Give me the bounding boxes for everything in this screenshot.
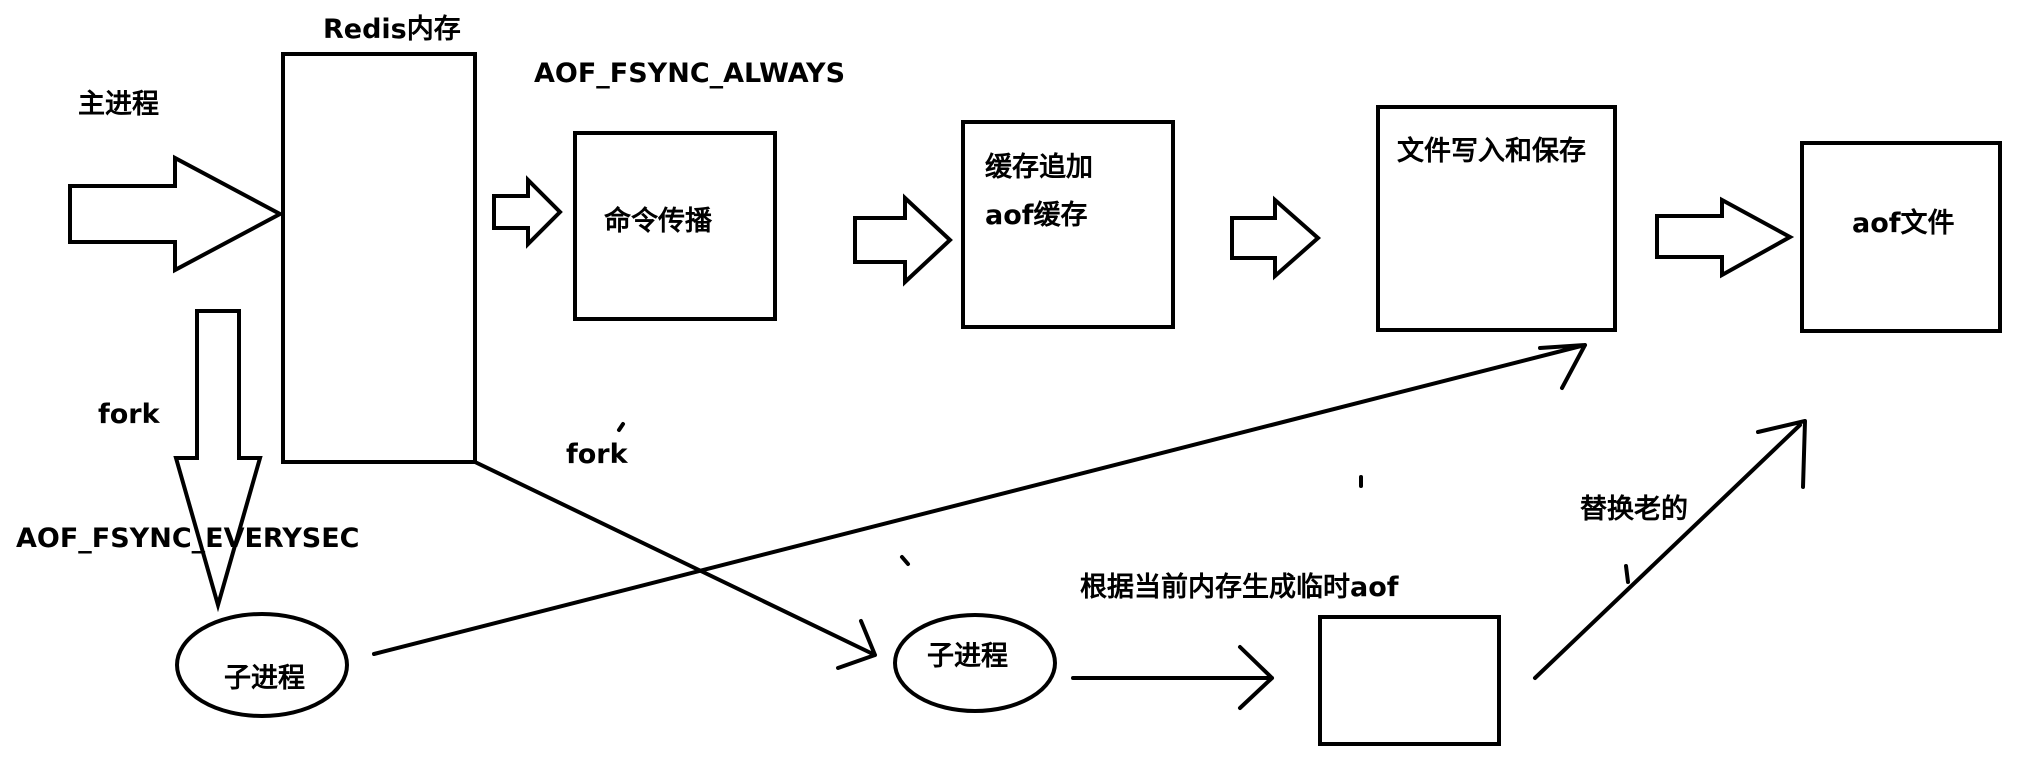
main-process-arrow bbox=[68, 154, 285, 274]
child-to-file-write-line bbox=[372, 343, 1587, 656]
replace-old-arrow bbox=[1533, 419, 1807, 680]
command-propagation-label: 命令传播 bbox=[604, 205, 713, 237]
arrow-to-aof-file bbox=[1655, 196, 1795, 279]
arrow-to-buffer-append bbox=[853, 193, 953, 287]
main-process-label: 主进程 bbox=[78, 89, 159, 120]
replace-old-label: 替换老的 bbox=[1580, 493, 1688, 525]
arrow-to-file-write bbox=[1230, 195, 1322, 281]
generate-temp-aof-label: 根据当前内存生成临时aof bbox=[1080, 571, 1399, 603]
child-process-left-ellipse bbox=[175, 612, 349, 718]
arrow-to-command-propagation bbox=[492, 175, 563, 249]
child-process-right-label: 子进程 bbox=[927, 641, 1008, 672]
buffer-append-label-line1: 缓存追加 bbox=[985, 151, 1093, 183]
replace-old-tick bbox=[1624, 564, 1630, 584]
buffer-append-label-line2: aof缓存 bbox=[985, 200, 1088, 231]
child-process-left-label: 子进程 bbox=[224, 663, 305, 694]
aof-fsync-always-label: AOF_FSYNC_ALWAYS bbox=[534, 58, 845, 89]
file-write-save-box bbox=[1376, 105, 1617, 332]
fork-left-label: fork bbox=[98, 399, 161, 430]
command-propagation-box bbox=[573, 131, 777, 321]
file-write-save-label: 文件写入和保存 bbox=[1397, 135, 1586, 167]
aof-file-label: aof文件 bbox=[1852, 207, 1955, 239]
redis-memory-label: Redis内存 bbox=[323, 14, 461, 45]
aof-fsync-everysec-label: AOF_FSYNC_EVERYSEC bbox=[16, 523, 360, 554]
fork-down-arrow bbox=[173, 309, 263, 613]
buffer-append-box bbox=[961, 120, 1175, 329]
aof-file-box bbox=[1800, 141, 2002, 333]
child-to-temp-aof-arrow bbox=[1071, 645, 1274, 710]
temp-aof-box bbox=[1318, 615, 1501, 746]
child-process-right-ellipse bbox=[893, 613, 1057, 713]
fork-label-tick bbox=[617, 422, 625, 432]
fork-to-child-process-line bbox=[473, 460, 877, 670]
stray-mark-2 bbox=[900, 555, 910, 566]
fork-middle-label: fork bbox=[566, 439, 629, 470]
redis-memory-box bbox=[281, 52, 477, 464]
